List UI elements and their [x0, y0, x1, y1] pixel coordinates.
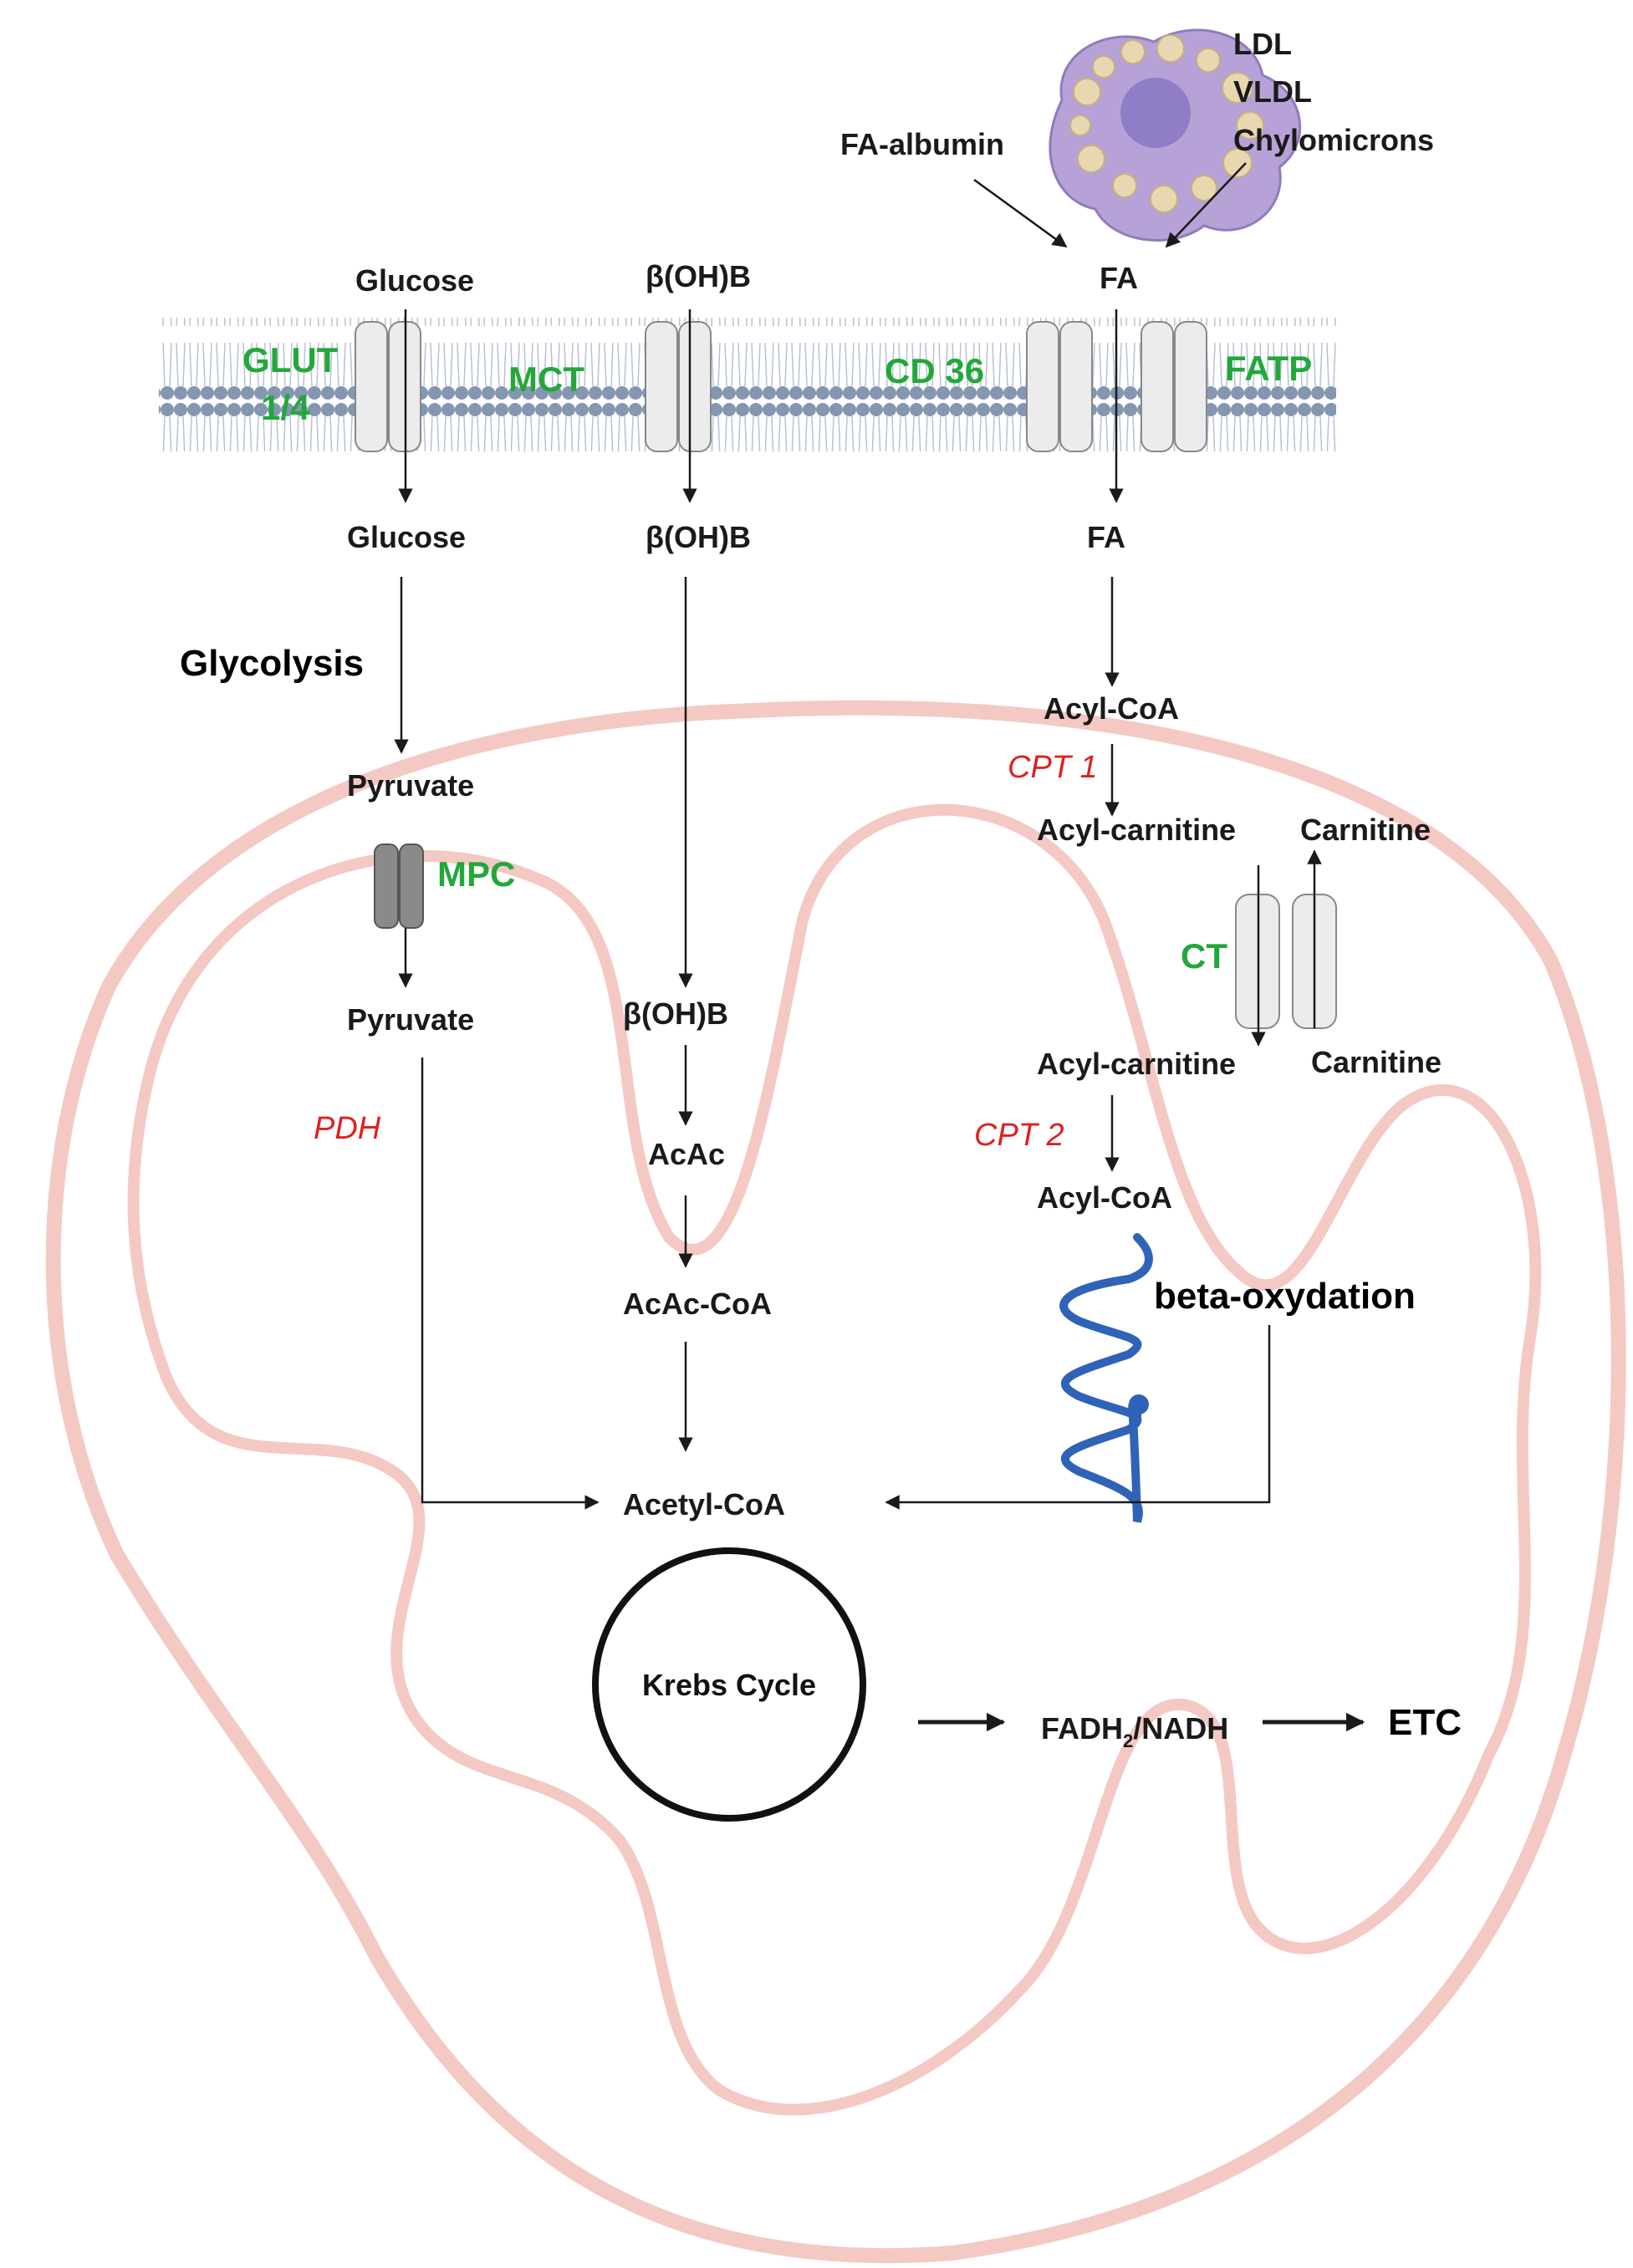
bohb-mito-label: β(OH)B: [623, 996, 728, 1031]
pyruvate-mito-label: Pyruvate: [347, 1002, 474, 1037]
glut-label: GLUT: [242, 340, 339, 380]
mct-channel-icon: [645, 321, 712, 452]
fatp-channel-icon: [1141, 321, 1207, 452]
ldl-label: LDL: [1233, 27, 1292, 61]
cd36-label: CD 36: [885, 351, 984, 390]
carnitine-mito-label: Carnitine: [1311, 1045, 1442, 1079]
bohb-outside-label: β(OH)B: [646, 259, 751, 293]
acyl-coa-label: Acyl-CoA: [1044, 691, 1179, 726]
mpc-channel-icon: [374, 843, 424, 929]
acac-label: AcAc: [648, 1137, 725, 1171]
arrow-beta-oxidation: [885, 1325, 1271, 1510]
glut-sub-label: 1/4: [261, 388, 310, 427]
krebs-cycle-label: Krebs Cycle: [642, 1668, 816, 1702]
cpt2-label: CPT 2: [974, 1118, 1064, 1153]
fadh-suffix: /NADH: [1133, 1711, 1228, 1746]
ct-label: CT: [1181, 936, 1227, 976]
krebs-cycle-circle: [592, 1547, 866, 1822]
cpt1-label: CPT 1: [1008, 750, 1098, 785]
arrow-fa-albumin: [973, 178, 1068, 248]
ct-channel-icon: [1235, 894, 1337, 1029]
lipoprotein-particle-icon: [1049, 28, 1302, 242]
mpc-label: MPC: [437, 854, 515, 894]
carnitine-label: Carnitine: [1300, 813, 1431, 847]
acac-coa-label: AcAc-CoA: [623, 1287, 772, 1321]
etc-label: ETC: [1388, 1702, 1462, 1743]
mitochondrion: [45, 700, 1626, 2264]
acetyl-coa-label: Acetyl-CoA: [623, 1487, 785, 1521]
fatp-label: FATP: [1225, 349, 1312, 388]
glucose-outside-label: Glucose: [355, 263, 474, 298]
glut-channel-icon: [355, 321, 421, 452]
fa-albumin-label: FA-albumin: [840, 127, 1004, 161]
helix-icon: [1059, 1233, 1153, 1523]
chylomicrons-label: Chylomicrons: [1233, 123, 1434, 157]
arrow-lipoproteins: [1165, 162, 1247, 248]
vldl-label: VLDL: [1233, 74, 1312, 109]
pdh-label: PDH: [314, 1111, 381, 1146]
cd36-channel-icon: [1026, 321, 1093, 452]
fadh-prefix: FADH: [1041, 1711, 1123, 1746]
beta-oxidation-label: beta-oxydation: [1154, 1276, 1416, 1317]
fa-outside-label: FA: [1100, 261, 1138, 295]
mct-label: MCT: [508, 359, 584, 399]
fadh-subscript: 2: [1123, 1730, 1133, 1751]
acyl-carnitine-mito-label: Acyl-carnitine: [1037, 1047, 1236, 1081]
fa-label: FA: [1087, 520, 1125, 554]
mitochondrion-outer-membrane: [45, 700, 1626, 2264]
pathway-arrows: [394, 162, 1365, 1732]
bohb-label: β(OH)B: [646, 520, 751, 554]
pyruvate-label: Pyruvate: [347, 768, 474, 803]
mitochondrion-inner-membrane: [127, 803, 1542, 2116]
glycolysis-label: Glycolysis: [180, 643, 364, 684]
glucose-label: Glucose: [347, 520, 466, 554]
arrow-pdh: [421, 1058, 600, 1510]
fadh-nadh-label: FADH2/NADH: [1041, 1711, 1228, 1751]
acyl-coa-mito-label: Acyl-CoA: [1037, 1180, 1172, 1215]
acyl-carnitine-label: Acyl-carnitine: [1037, 813, 1236, 847]
